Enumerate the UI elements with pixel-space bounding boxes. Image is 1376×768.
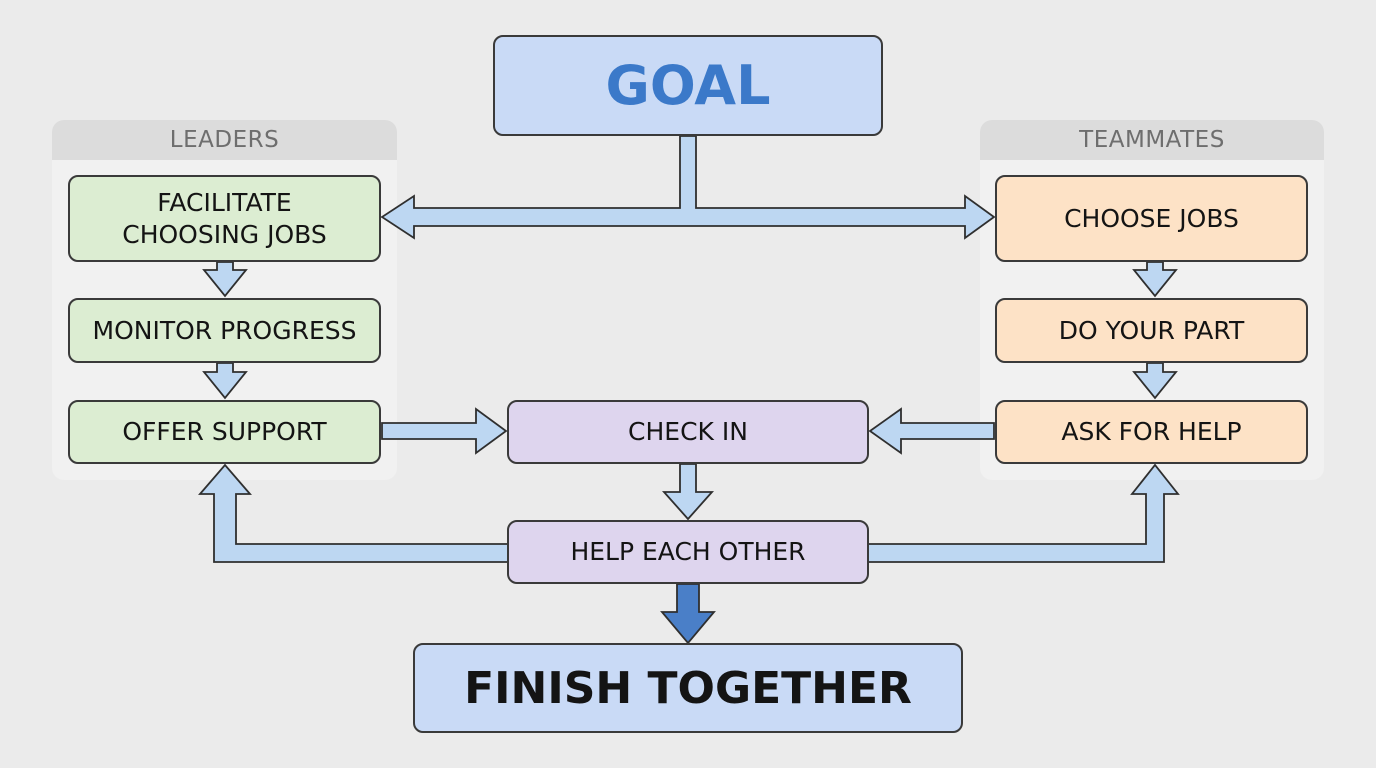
teammates-panel-title: TEAMMATES [980,120,1324,160]
teammates-step-choose: CHOOSE JOBS [995,175,1308,262]
teammates-step-do: DO YOUR PART [995,298,1308,363]
arrow-do-to-ask [1132,362,1178,400]
leaders-step-support: OFFER SUPPORT [68,400,381,464]
leaders-panel-title: LEADERS [52,120,397,160]
arrow-help-to-teammates [867,463,1180,563]
arrow-facilitate-to-monitor [202,261,248,298]
check-in-box: CHECK IN [507,400,869,464]
arrow-support-to-checkin [381,407,508,455]
arrow-help-to-leaders [198,463,509,563]
arrow-help-to-finish [660,583,716,645]
arrow-ask-to-checkin [868,407,995,455]
goal-box: GOAL [493,35,883,136]
leaders-step-monitor: MONITOR PROGRESS [68,298,381,363]
arrow-monitor-to-support [202,362,248,400]
help-each-other-box: HELP EACH OTHER [507,520,869,584]
teammates-step-ask: ASK FOR HELP [995,400,1308,464]
arrow-goal-to-sides [380,135,996,240]
leaders-step-facilitate: FACILITATE CHOOSING JOBS [68,175,381,262]
arrow-checkin-to-help [661,463,715,521]
finish-together-box: FINISH TOGETHER [413,643,963,733]
leaders-step-facilitate-label: FACILITATE CHOOSING JOBS [122,188,327,249]
arrow-choose-to-do [1132,261,1178,298]
